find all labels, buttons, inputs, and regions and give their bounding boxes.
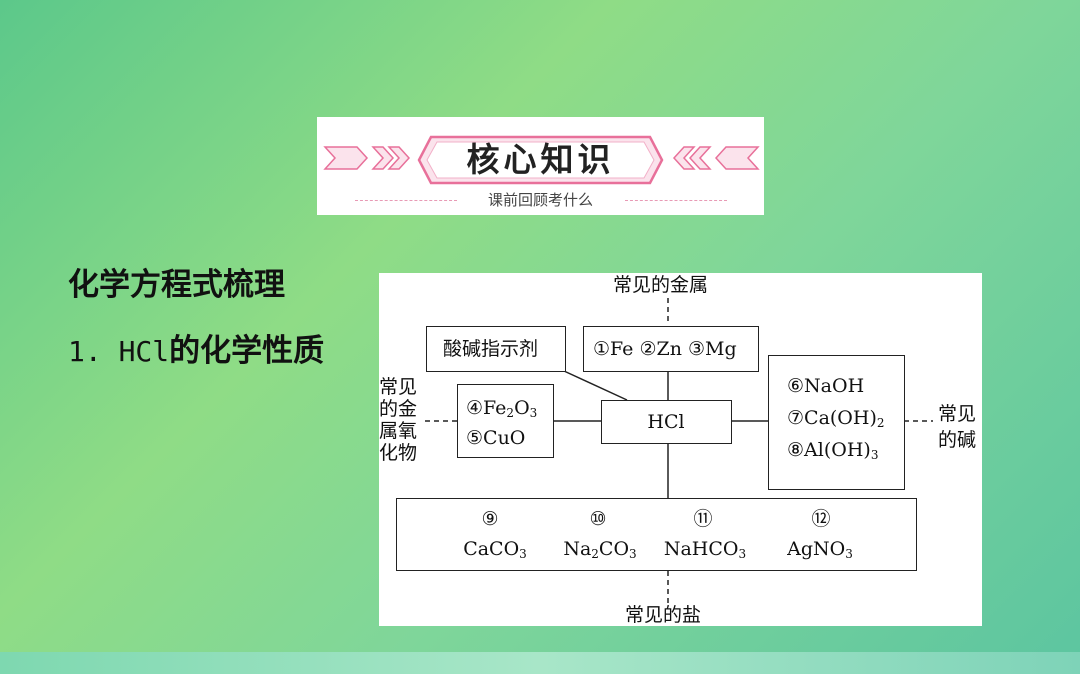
diagram-connectors — [425, 298, 933, 605]
bases-label-line-1: 常见 — [938, 403, 977, 425]
hcl-center-box: HCl — [601, 400, 732, 444]
salt-agno3: AgNO3 — [787, 538, 853, 561]
heading-number: 1. HCl — [68, 335, 170, 368]
heading-text: 的化学性质 — [169, 333, 325, 369]
banner-subtitle: 课前回顾考什么 — [487, 191, 593, 209]
label-common-bases: 常见 的碱 — [938, 401, 976, 453]
oxides-label-line-1: 常见 — [379, 376, 418, 398]
oxides-box: ④Fe2O3 ⑤CuO — [457, 384, 554, 458]
base-caoh2: ⑦Ca(OH)2 — [787, 407, 885, 430]
indicator-box: 酸碱指示剂 — [426, 326, 566, 372]
salt-12-num: ⑫ — [811, 508, 831, 530]
label-common-metals: 常见的金属 — [613, 274, 709, 296]
bases-box: ⑥NaOH ⑦Ca(OH)2 ⑧Al(OH)3 — [768, 355, 905, 490]
banner-title: 核心知识 — [466, 140, 615, 179]
base-aloh3: ⑧Al(OH)3 — [787, 439, 879, 462]
label-common-salts: 常见的盐 — [625, 604, 702, 626]
oxides-label-line-4: 化物 — [379, 442, 418, 464]
metals-text: ①Fe ②Zn ③Mg — [593, 338, 737, 360]
banner-title-frame — [417, 135, 664, 185]
oxide-fe2o3: ④Fe2O3 — [466, 397, 538, 420]
section-banner: 核心知识 课前回顾考什么 — [317, 117, 764, 215]
left-chevron-decoration-icon — [323, 146, 411, 170]
heading-hcl-properties: 1. HCl的化学性质 — [68, 325, 324, 370]
salt-11-num: ⑪ — [693, 508, 713, 530]
oxides-label-line-3: 属氧 — [379, 420, 418, 442]
indicator-text: 酸碱指示剂 — [443, 338, 539, 360]
salt-nahco3: NaHCO3 — [663, 538, 747, 561]
heading-equations: 化学方程式梳理 — [68, 267, 285, 303]
label-metal-oxides: 常见 的金 属氧 化物 — [379, 376, 417, 464]
salt-10-num: ⑩ — [589, 508, 607, 530]
banner-dash-left — [355, 200, 457, 201]
hcl-properties-diagram: 常见的金属 酸碱指示剂 ①Fe ②Zn ③Mg 常见 的金 属氧 化物 ④Fe2… — [379, 273, 982, 626]
oxide-cuo: ⑤CuO — [466, 427, 526, 449]
bottom-band — [0, 652, 1080, 674]
banner-dash-right — [625, 200, 727, 201]
bases-label-line-2: 的碱 — [938, 429, 977, 451]
base-naoh: ⑥NaOH — [787, 375, 865, 397]
oxides-label-line-2: 的金 — [379, 398, 418, 420]
right-chevron-decoration-icon — [672, 146, 760, 170]
salt-na2co3: Na2CO3 — [563, 538, 637, 561]
metals-box: ①Fe ②Zn ③Mg — [583, 326, 759, 372]
salts-box: ⑨ CaCO3 ⑩ Na2CO3 ⑪ NaHCO3 ⑫ AgNO3 — [396, 498, 917, 571]
salt-9-num: ⑨ — [481, 508, 499, 530]
hcl-center-text: HCl — [647, 411, 685, 433]
salt-caco3: CaCO3 — [463, 538, 527, 561]
